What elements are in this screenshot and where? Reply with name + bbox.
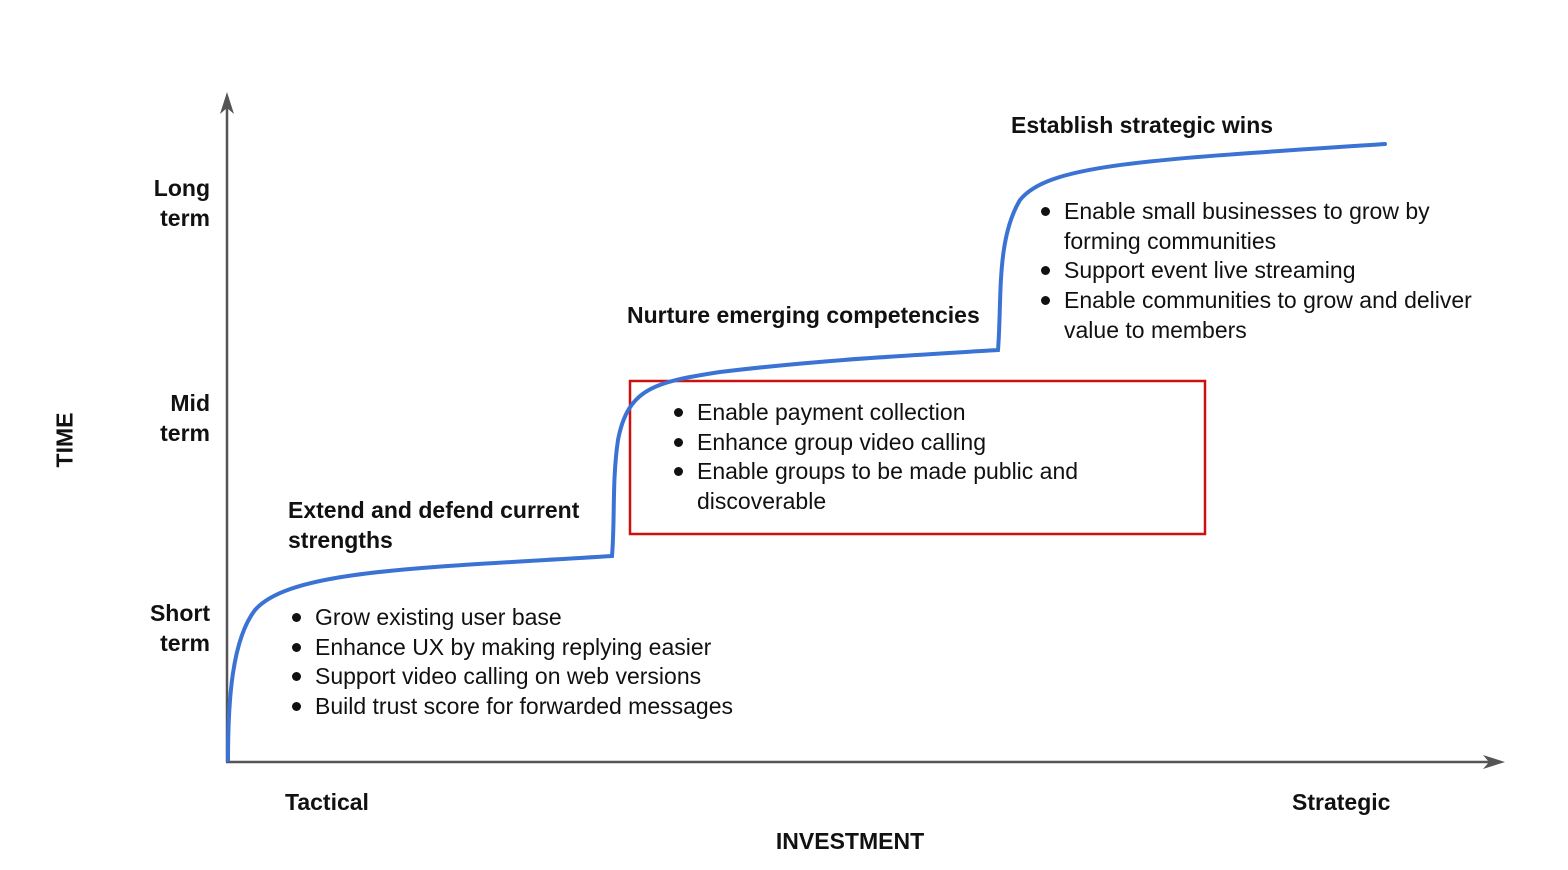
y-axis-title: TIME xyxy=(51,412,78,468)
y-tick-mid-term: Mid term xyxy=(160,390,210,446)
list-item: Enhance UX by making replying easier xyxy=(290,633,810,663)
list-item: Enhance group video calling xyxy=(672,428,1122,458)
stage-list-establish: Enable small businesses to grow by formi… xyxy=(1039,197,1509,346)
x-tick-strategic: Strategic xyxy=(1292,789,1391,815)
y-axis-arrowhead xyxy=(220,92,234,114)
stage-list-nurture: Enable payment collection Enhance group … xyxy=(672,398,1122,517)
list-item: Support video calling on web versions xyxy=(290,662,810,692)
list-item: Grow existing user base xyxy=(290,603,810,633)
highlight-box xyxy=(628,379,1207,536)
x-tick-tactical: Tactical xyxy=(285,789,369,815)
y-tick-long-term: Long term xyxy=(153,175,210,231)
x-axis-arrowhead xyxy=(1483,755,1505,769)
stage-title-extend-defend: Extend and defend current strengths xyxy=(288,497,580,553)
list-item: Enable small businesses to grow by formi… xyxy=(1039,197,1509,256)
list-item: Enable communities to grow and deliver v… xyxy=(1039,286,1509,345)
list-item: Enable groups to be made public and disc… xyxy=(672,457,1122,516)
list-item: Support event live streaming xyxy=(1039,256,1509,286)
list-item: Enable payment collection xyxy=(672,398,1122,428)
growth-curve xyxy=(226,142,1387,762)
y-tick-short-term: Short term xyxy=(149,600,210,656)
stage-list-extend-defend: Grow existing user base Enhance UX by ma… xyxy=(290,603,810,722)
x-axis-title: INVESTMENT xyxy=(775,828,925,854)
list-item: Build trust score for forwarded messages xyxy=(290,692,810,722)
stage-title-nurture: Nurture emerging competencies xyxy=(627,302,980,328)
stage-title-establish: Establish strategic wins xyxy=(1011,112,1274,138)
